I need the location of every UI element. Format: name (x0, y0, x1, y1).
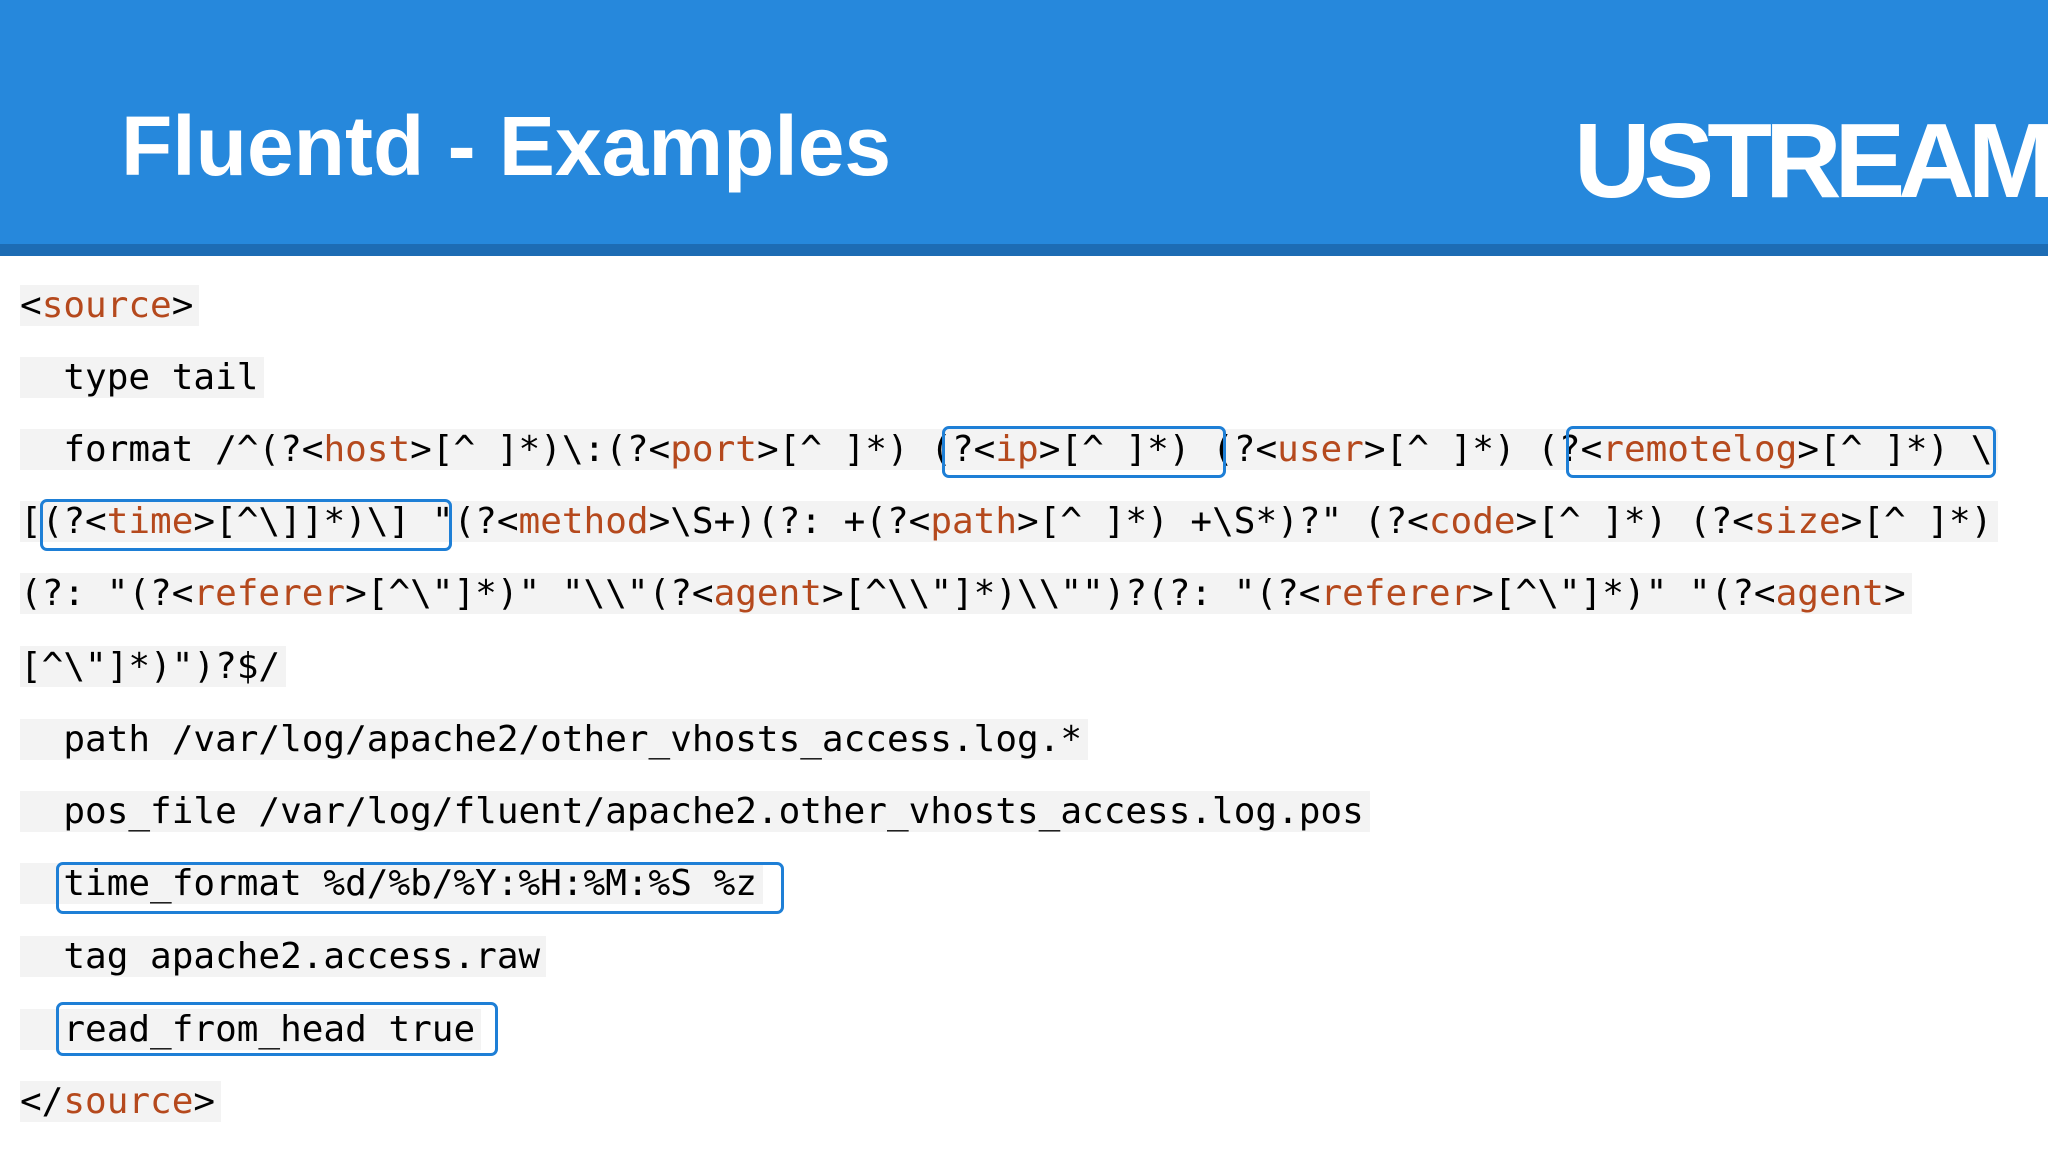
code-line-tag: tag apache2.access.raw (20, 931, 547, 983)
code-text: >[^\"]*)" "\\"(?< (345, 573, 714, 614)
code-text: type tail (20, 357, 265, 398)
code-keyword: host (323, 429, 411, 470)
code-keyword: referer (1320, 573, 1473, 614)
code-text: (?: "(?< (20, 573, 194, 614)
code-text: > (1883, 573, 1906, 614)
highlight-ip-group (942, 426, 1226, 478)
code-keyword: agent (1775, 573, 1884, 614)
code-keyword: source (63, 1081, 194, 1122)
code-keyword: referer (193, 573, 346, 614)
code-keyword: path (930, 501, 1018, 542)
code-text: [^\"]*)")?$/ (20, 646, 287, 687)
code-text: </ (20, 1081, 64, 1122)
highlight-time-group (40, 499, 452, 551)
code-text: >[^ ]*) (?< (1038, 429, 1278, 470)
code-text: >[^\\"]*)\\"")?(?: "(?< (821, 573, 1321, 614)
code-line-time-format: time_format %d/%b/%Y:%H:%M:%S %z (20, 858, 763, 910)
code-keyword: port (670, 429, 757, 470)
code-line-format-3: (?: "(?<referer>[^\"]*)" "\\"(?<agent>[^… (20, 568, 1912, 620)
code-text: >[^\]]*)\] "(?< (193, 501, 519, 542)
code-line-close-tag: </source> (20, 1076, 222, 1128)
code-text: >[^ ]*) (?< (1515, 501, 1754, 542)
code-line-format-4: [^\"]*)")?$/ (20, 641, 287, 693)
code-line-read-from-head: read_from_head true (20, 1004, 482, 1056)
code-line-type: type tail (20, 352, 265, 404)
highlight-remotelog-group (1566, 426, 1996, 478)
code-text: > (193, 1081, 216, 1122)
header-divider (0, 244, 2048, 256)
code-text: >[^ ]*) \ (1797, 429, 1993, 470)
code-line-path: path /var/log/apache2/other_vhosts_acces… (20, 714, 1089, 766)
code-line-format-1: format /^(?<host>[^ ]*)\:(?<port>[^ ]*) … (20, 424, 1999, 476)
code-text: >[^ ]*) (1840, 501, 1993, 542)
code-keyword: remotelog (1602, 429, 1798, 470)
code-keyword: source (41, 285, 172, 326)
highlight-time-format (56, 862, 784, 914)
code-text: pos_file /var/log/fluent/apache2.other_v… (20, 791, 1370, 832)
code-keyword: ip (995, 429, 1039, 470)
ustream-logo: USTREAM (1574, 102, 2048, 220)
code-keyword: user (1277, 429, 1364, 470)
code-text: path /var/log/apache2/other_vhosts_acces… (20, 719, 1089, 760)
code-keyword: agent (713, 573, 822, 614)
code-text: format /^(?< (20, 429, 324, 470)
code-text: < (20, 285, 42, 326)
code-line-format-2: [(?<time>[^\]]*)\] "(?<method>\S+)(?: +(… (20, 496, 1999, 548)
code-text: [(?< (20, 501, 107, 542)
code-line-open-tag: <source> (20, 280, 200, 332)
code-text: read_from_head true (20, 1009, 482, 1050)
slide-header (0, 0, 2048, 244)
code-text: >[^ ]*)\:(?< (410, 429, 671, 470)
code-text: > (171, 285, 194, 326)
code-text: >[^\"]*)" "(?< (1472, 573, 1776, 614)
code-text: >\S+)(?: +(?< (648, 501, 931, 542)
code-line-pos-file: pos_file /var/log/fluent/apache2.other_v… (20, 786, 1370, 838)
code-text: >[^ ]*) +\S*)?" (?< (1017, 501, 1429, 542)
code-keyword: size (1753, 501, 1841, 542)
code-text: time_format %d/%b/%Y:%H:%M:%S %z (20, 863, 763, 904)
code-keyword: time (106, 501, 194, 542)
code-text: >[^ ]*) (?< (756, 429, 996, 470)
highlight-read-from-head (56, 1002, 498, 1056)
code-keyword: method (518, 501, 649, 542)
code-keyword: code (1428, 501, 1516, 542)
code-text: tag apache2.access.raw (20, 936, 547, 977)
code-text: >[^ ]*) (?< (1363, 429, 1603, 470)
slide-title: Fluentd - Examples (121, 99, 892, 193)
